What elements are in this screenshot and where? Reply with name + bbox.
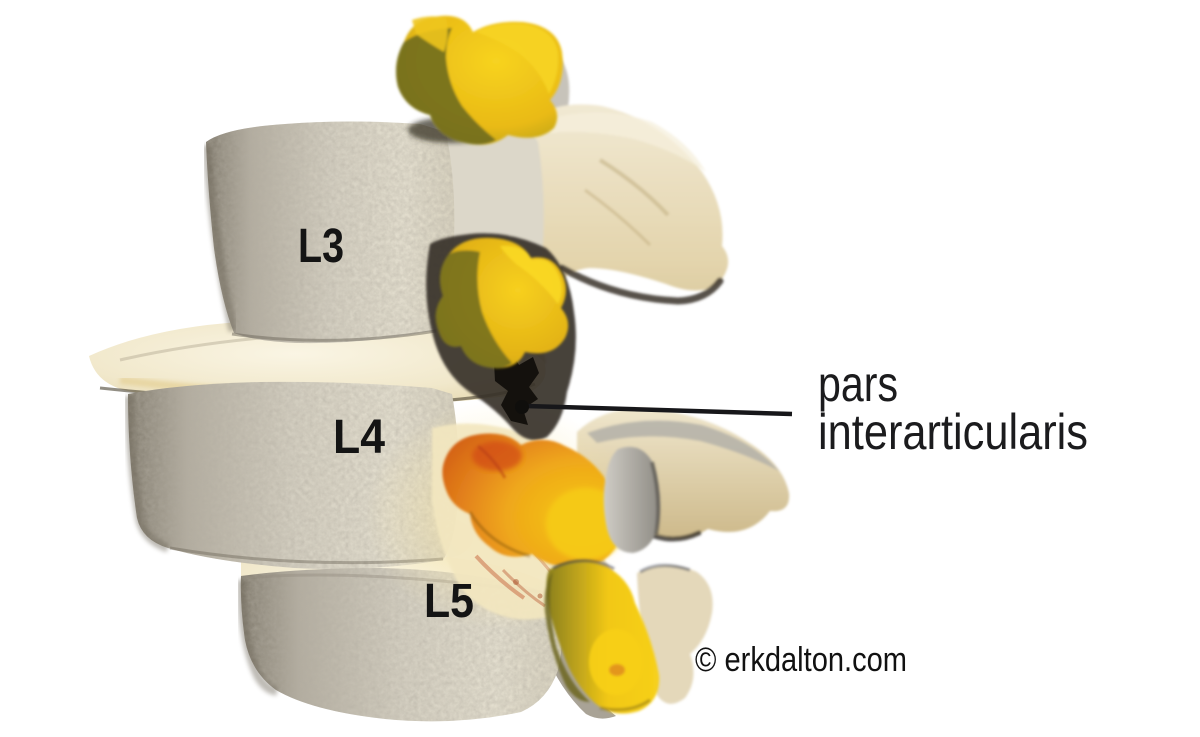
- nerve-red-blotch: [472, 441, 522, 471]
- leader-dot: [515, 400, 529, 414]
- bone-streak: [598, 158, 670, 217]
- l3-body-texture: [206, 121, 455, 344]
- leader-line: [525, 403, 793, 417]
- pars-fracture-crack: [494, 351, 539, 425]
- inflammation-fleck: [537, 593, 543, 599]
- l3-l4-disc: [89, 320, 546, 405]
- nerve-olive-shading: [544, 572, 590, 702]
- bone-streak: [584, 188, 652, 247]
- inflammation-streak: [501, 568, 546, 608]
- l3-spinous-highlight: [545, 112, 706, 172]
- pars-label-line1: pars: [818, 356, 898, 412]
- nerve-dark-edge: [468, 511, 531, 558]
- inflammation-streak: [474, 554, 526, 600]
- top-capsule-arm: [412, 16, 448, 52]
- facet-column: [603, 446, 661, 553]
- l3-spinous-shadow-line: [558, 264, 724, 305]
- facet-capsule-highlight: [500, 245, 562, 304]
- nerve-highlight: [589, 629, 643, 695]
- top-capsule-highlight: [476, 23, 559, 94]
- top-capsule-shading: [396, 28, 496, 145]
- label-l4: L4: [333, 411, 385, 464]
- l3-l4-facet-capsule: [435, 237, 569, 369]
- l5-left-shade: [237, 579, 278, 696]
- pars-label-line2: interarticularis: [818, 404, 1088, 460]
- l3-left-shade: [202, 144, 238, 332]
- nerve-bottom-edge: [599, 698, 651, 712]
- watermark: © erkdalton.com: [695, 641, 907, 679]
- l4-left-shade: [124, 395, 170, 553]
- nerve-top-edge: [552, 559, 615, 571]
- nerve-orange-fleck: [609, 664, 625, 676]
- facet-column-edge: [650, 461, 661, 536]
- labels: L3 L4 L5 pars interarticularis © erkdalt…: [298, 220, 1088, 679]
- pars-annotation-leader: [515, 400, 793, 417]
- l5-lamina-edge: [639, 564, 691, 574]
- facet-capsule-shading: [435, 250, 512, 369]
- top-facet-capsule: [396, 15, 563, 145]
- label-l3: L3: [298, 220, 344, 273]
- inflammation-fleck: [513, 579, 519, 585]
- label-l5: L5: [424, 575, 474, 628]
- l4-transverse-ridge: [587, 420, 779, 471]
- l3-bottom-edge: [231, 329, 437, 342]
- l4-inferior-facet: [603, 446, 661, 553]
- nerve-red-crease: [477, 444, 507, 479]
- lower-nerve-root: [544, 559, 660, 714]
